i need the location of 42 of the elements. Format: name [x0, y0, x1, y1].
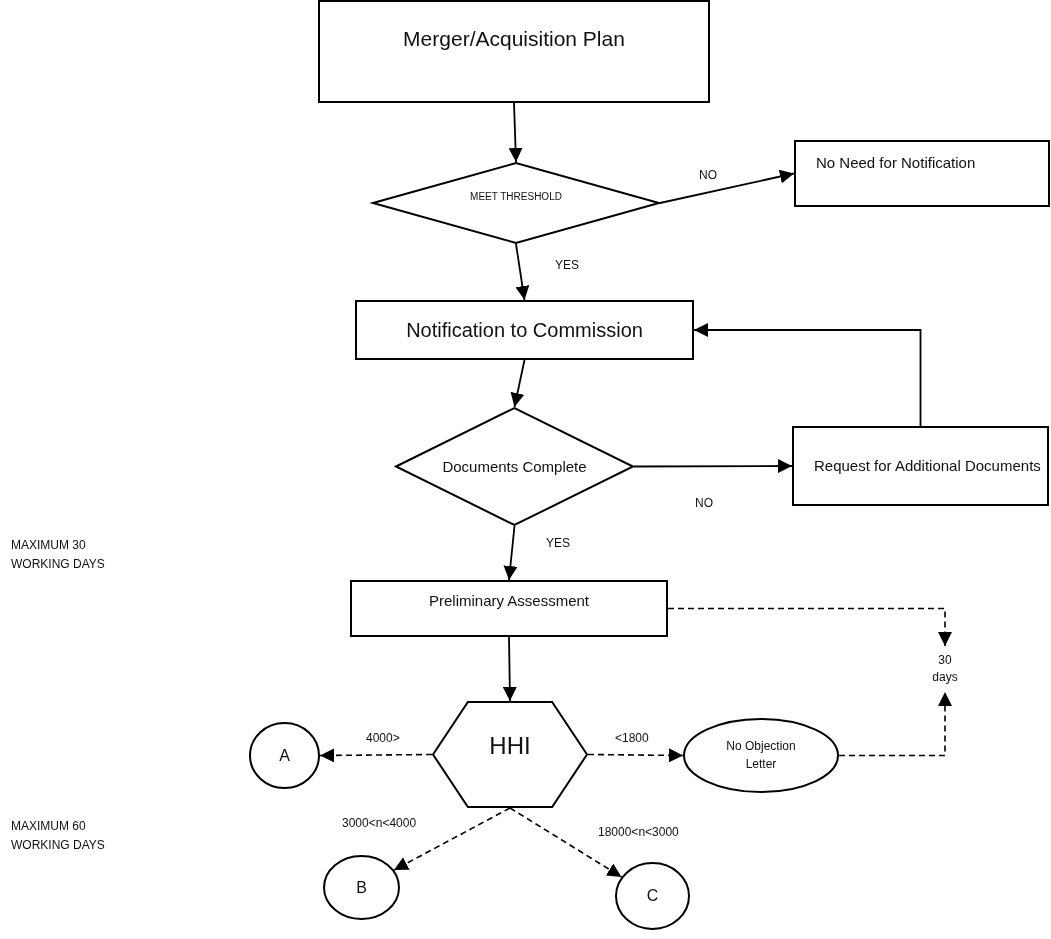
- time-limit-note: MAXIMUM 60 WORKING DAYS: [11, 818, 106, 855]
- edge-label: NO: [693, 496, 715, 510]
- arrow: [515, 243, 530, 301]
- edge-label: 3000<n<4000: [340, 816, 419, 830]
- arrow: [502, 636, 517, 702]
- node-text: A: [279, 745, 290, 766]
- arrow: [633, 459, 793, 474]
- node-text: MEET THRESHOLD: [470, 189, 562, 204]
- arrow: [508, 102, 523, 163]
- duration-text: 30 days: [931, 651, 959, 686]
- process-box: [318, 0, 710, 103]
- node-text: Request for Additional Documents: [814, 456, 1041, 477]
- process-box: [792, 426, 1049, 506]
- dashed-arrow: [667, 607, 952, 647]
- edge-label: YES: [553, 258, 581, 272]
- edge-label: 18000<n<3000: [596, 825, 681, 839]
- arrow: [659, 169, 795, 204]
- dashed-arrow: [838, 691, 952, 757]
- process-box: [350, 580, 668, 637]
- arrow: [503, 525, 518, 581]
- edge-label: <1800: [613, 731, 651, 745]
- node-text: C: [646, 886, 659, 907]
- arrow: [693, 323, 922, 427]
- node-text: HHI: [489, 731, 531, 762]
- dashed-arrow: [509, 807, 623, 878]
- arrow: [510, 359, 526, 408]
- edge-label: 4000>: [364, 731, 402, 745]
- node-text: Notification to Commission: [406, 317, 643, 343]
- time-limit-note: MAXIMUM 30 WORKING DAYS: [11, 537, 106, 574]
- node-text: B: [356, 877, 367, 898]
- node-text: Preliminary Assessment: [428, 591, 590, 611]
- node-text: No Objection Letter: [725, 738, 797, 773]
- node-text: No Need for Notification: [816, 153, 976, 173]
- process-box: [355, 300, 694, 360]
- end-box: [794, 140, 1050, 207]
- dashed-arrow: [393, 807, 511, 871]
- node-text: Merger/Acquisition Plan: [403, 26, 625, 52]
- edge-label: YES: [544, 536, 572, 550]
- node-text: Documents Complete: [442, 456, 587, 477]
- dashed-arrow: [319, 748, 433, 763]
- dashed-arrow: [587, 748, 684, 763]
- edge-label: NO: [697, 168, 719, 182]
